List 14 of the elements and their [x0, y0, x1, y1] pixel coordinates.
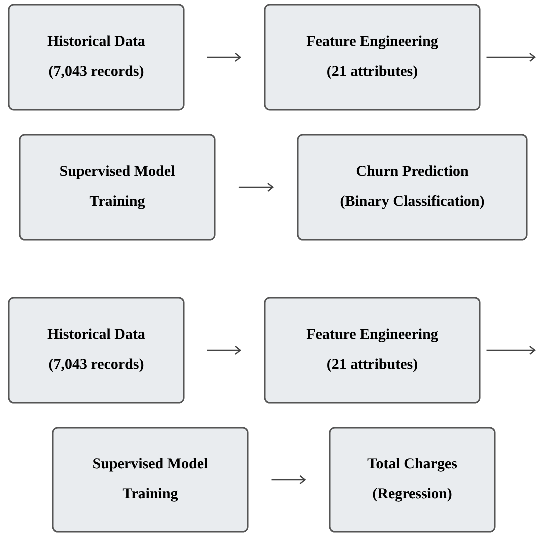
process-box: Feature Engineering (21 attributes) — [264, 4, 481, 111]
process-box: Total Charges (Regression) — [329, 427, 496, 533]
process-box: Feature Engineering (21 attributes) — [264, 297, 481, 404]
process-box: Supervised Model Training — [52, 427, 249, 533]
arrow — [486, 346, 536, 355]
arrow — [207, 52, 242, 62]
process-box: Historical Data (7,043 records) — [8, 297, 185, 404]
process-box: Churn Prediction (Binary Classification) — [297, 134, 528, 241]
arrow — [486, 52, 536, 62]
arrow — [272, 476, 306, 484]
process-box: Supervised Model Training — [19, 134, 216, 241]
arrow — [207, 346, 242, 355]
process-box: Historical Data (7,043 records) — [8, 4, 185, 111]
arrow — [238, 183, 274, 192]
